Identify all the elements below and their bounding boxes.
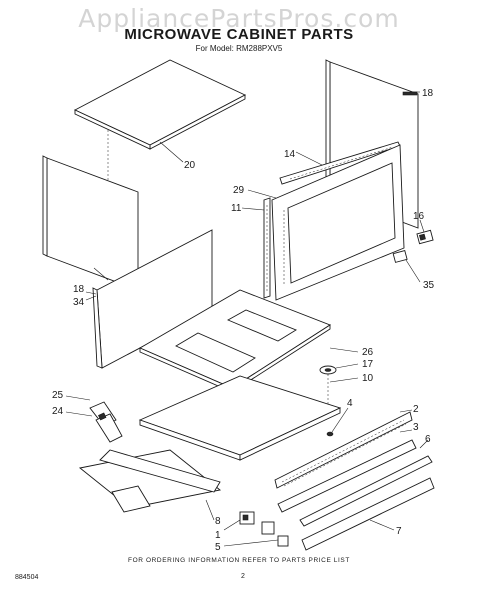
callout-10: 10 xyxy=(362,373,374,384)
part-3-kick-plate xyxy=(277,439,417,513)
part-17-foot xyxy=(319,365,337,375)
diagram-title: MICROWAVE CABINET PARTS xyxy=(124,26,354,43)
callout-18-left: 18 xyxy=(73,284,85,295)
part-26-base-plate xyxy=(139,289,331,393)
callout-4: 4 xyxy=(347,398,353,409)
model-subtitle: For Model: RM288PXV5 xyxy=(195,44,283,53)
callout-18-right: 18 xyxy=(422,88,434,99)
page-number: 2 xyxy=(241,573,245,580)
callout-1: 1 xyxy=(215,530,221,541)
part-20-top-panel xyxy=(73,59,247,150)
callout-11: 11 xyxy=(231,203,242,214)
part-1-clip xyxy=(239,511,255,525)
part-8-lower-tray xyxy=(78,449,222,513)
callout-35: 35 xyxy=(423,280,435,291)
callout-34: 34 xyxy=(73,297,85,308)
part-29-front-frame xyxy=(271,144,405,301)
part-7-base-rail xyxy=(301,477,435,551)
callout-24: 24 xyxy=(52,406,64,417)
part-5-clip xyxy=(261,521,289,547)
document-code: 884504 xyxy=(15,574,39,581)
part-18-left-side-panel xyxy=(42,155,139,291)
callout-26: 26 xyxy=(362,347,374,358)
callout-20: 20 xyxy=(184,160,196,171)
callout-6: 6 xyxy=(425,434,431,445)
part-2-louvered-grille xyxy=(274,411,413,489)
part-16-clip xyxy=(416,229,434,245)
callout-25: 25 xyxy=(52,390,64,401)
part-6-trim-strip xyxy=(299,455,433,527)
part-35-clip xyxy=(392,250,408,263)
part-25-bracket xyxy=(89,401,123,443)
callout-7: 7 xyxy=(396,526,402,537)
callout-3: 3 xyxy=(413,422,419,433)
ordering-info-text: FOR ORDERING INFORMATION REFER TO PARTS … xyxy=(128,557,350,564)
callout-17: 17 xyxy=(362,359,374,370)
callout-5: 5 xyxy=(215,542,221,553)
part-4-bottom-plate xyxy=(138,375,342,461)
callout-16: 16 xyxy=(413,211,425,222)
callout-29: 29 xyxy=(233,185,245,196)
callout-8: 8 xyxy=(215,516,221,527)
watermark-text: AppliancePartsPros.com xyxy=(78,4,400,33)
callout-2: 2 xyxy=(413,404,419,415)
part-11-side-trim xyxy=(263,197,271,299)
callout-14: 14 xyxy=(284,149,296,160)
